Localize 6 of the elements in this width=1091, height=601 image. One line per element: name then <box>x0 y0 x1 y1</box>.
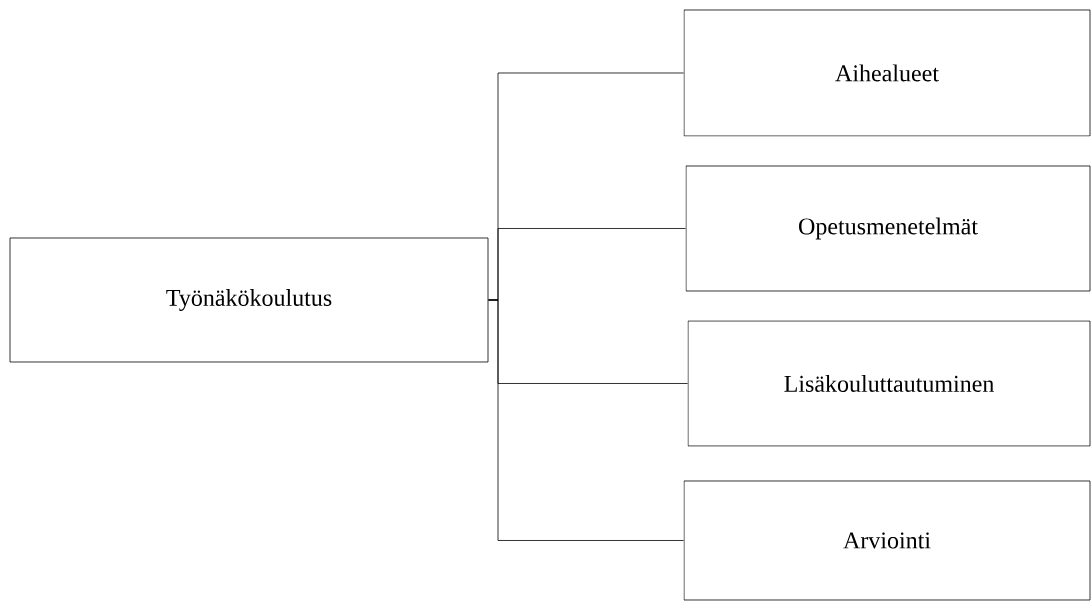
text-box: Lisäkouluttautuminen <box>687 320 1091 447</box>
text-box: Aihealueet <box>683 9 1091 137</box>
text-box: Opetusmenetelmät <box>685 165 1091 292</box>
text-box: Arviointi <box>683 480 1091 601</box>
connector <box>488 299 684 541</box>
text-box: Työnäkökoulutus <box>9 237 489 363</box>
